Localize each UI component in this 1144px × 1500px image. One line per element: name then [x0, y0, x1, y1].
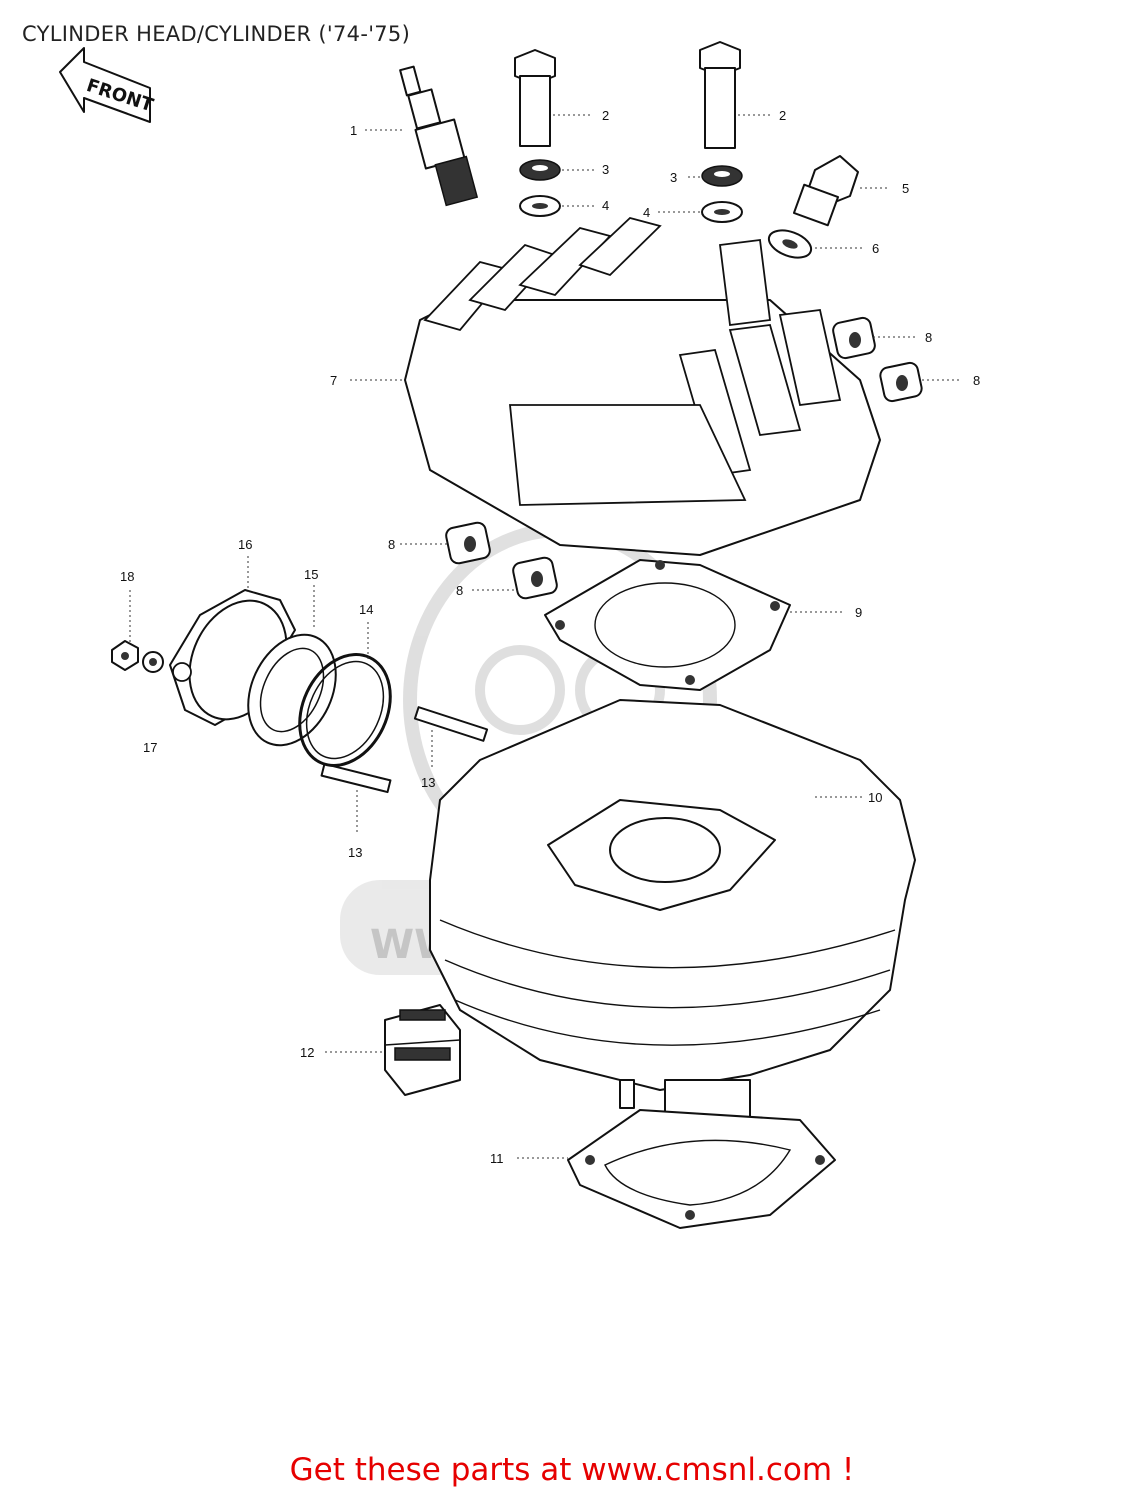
callout-18: 18 [120, 569, 134, 584]
callout-1: 1 [350, 123, 357, 138]
front-arrow-badge: FRONT [59, 47, 156, 123]
callout-14: 14 [359, 602, 373, 617]
callout-3-right: 3 [670, 170, 677, 185]
small-nut-part [111, 640, 164, 673]
callout-8-b: 8 [973, 373, 980, 388]
callout-12: 12 [300, 1045, 314, 1060]
footer-cta-link[interactable]: Get these parts at www.cmsnl.com ! [289, 1452, 855, 1488]
callout-5: 5 [902, 181, 909, 196]
callout-10: 10 [868, 790, 882, 805]
washer-parts [519, 159, 743, 223]
spark-plug-part [399, 65, 479, 207]
head-gasket-part [544, 559, 791, 691]
drain-bolt-part [792, 155, 859, 227]
callout-2-right: 2 [779, 108, 786, 123]
page-title: CYLINDER HEAD/CYLINDER ('74-'75) [22, 22, 411, 46]
spacer-ring-part [247, 633, 337, 747]
callout-8-d: 8 [456, 583, 463, 598]
nut-parts [445, 316, 923, 600]
leader-lines [129, 114, 960, 1159]
base-gasket-part [567, 1109, 836, 1229]
stud-parts [320, 706, 489, 794]
reed-block-part [384, 1004, 461, 1096]
exploded-parts-diagram: WWW.CMSNL.COM FRONT [59, 41, 980, 1229]
callout-13-lower: 13 [348, 845, 362, 860]
callout-3-left: 3 [602, 162, 609, 177]
head-bolt-part-left [514, 49, 556, 147]
callout-2-left: 2 [602, 108, 609, 123]
callout-15: 15 [304, 567, 318, 582]
callout-labels: 1 2 2 3 3 4 4 5 6 7 8 8 8 8 9 10 11 12 1… [120, 108, 980, 1166]
cylinder-part [429, 699, 916, 1131]
cylinder-head-part [404, 217, 881, 556]
callout-8-c: 8 [388, 537, 395, 552]
callout-11: 11 [490, 1151, 504, 1166]
callout-7: 7 [330, 373, 337, 388]
callout-4-right: 4 [643, 205, 650, 220]
head-bolt-part-right [699, 41, 741, 149]
callout-9: 9 [855, 605, 862, 620]
callout-4-left: 4 [602, 198, 609, 213]
callout-17: 17 [143, 740, 157, 755]
callout-13-upper: 13 [421, 775, 435, 790]
gasket-washer-part [767, 229, 813, 259]
callout-8-a: 8 [925, 330, 932, 345]
callout-6: 6 [872, 241, 879, 256]
clamp-ring-part [298, 653, 392, 767]
callout-16: 16 [238, 537, 252, 552]
